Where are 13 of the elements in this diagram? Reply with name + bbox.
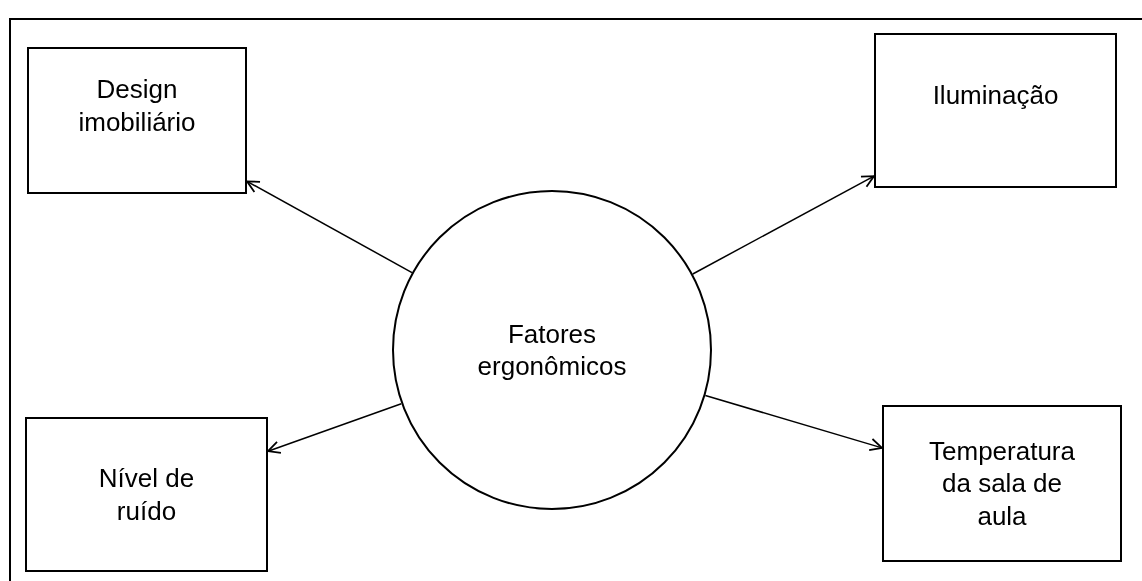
factor-box	[874, 33, 1117, 188]
arrow	[246, 180, 413, 274]
arrow	[704, 394, 883, 452]
node-label: Temperatura da sala de aula	[929, 434, 1075, 533]
node-label: Fatores ergonômicos	[476, 317, 628, 383]
node-label: Design imobiliário	[77, 73, 197, 138]
node-label: Iluminação	[932, 79, 1059, 112]
factor-box	[882, 405, 1122, 562]
node-label: Nível de ruído	[97, 462, 196, 527]
arrow	[692, 175, 875, 275]
factor-box	[25, 417, 268, 572]
arrow	[267, 402, 403, 454]
factor-box	[27, 47, 247, 194]
